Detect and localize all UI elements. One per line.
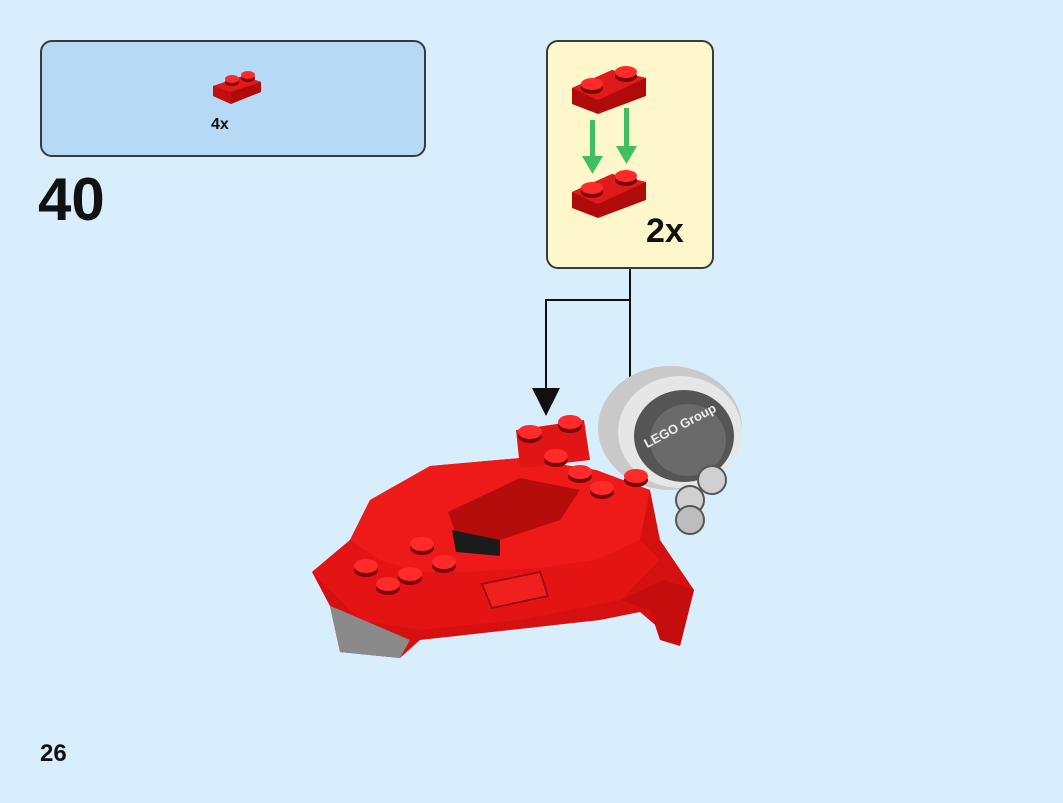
submodel-illustration [572,66,646,218]
page-number: 26 [40,740,67,767]
submodel-callout: 2x [546,40,714,269]
lower-red-plate [572,170,646,218]
red-vehicle-body [312,415,694,658]
upper-red-plate [572,66,646,114]
submodel-quantity: 2x [646,212,684,250]
green-down-arrow-icon [582,108,637,174]
red-plate-1x2-icon [213,71,261,104]
step-number: 40 [38,166,105,233]
wheel: LEGO Group [598,366,742,535]
parts-needed-callout: 4x [40,40,426,157]
parts-quantity: 4x [211,116,229,133]
down-arrow-icon [532,388,560,416]
